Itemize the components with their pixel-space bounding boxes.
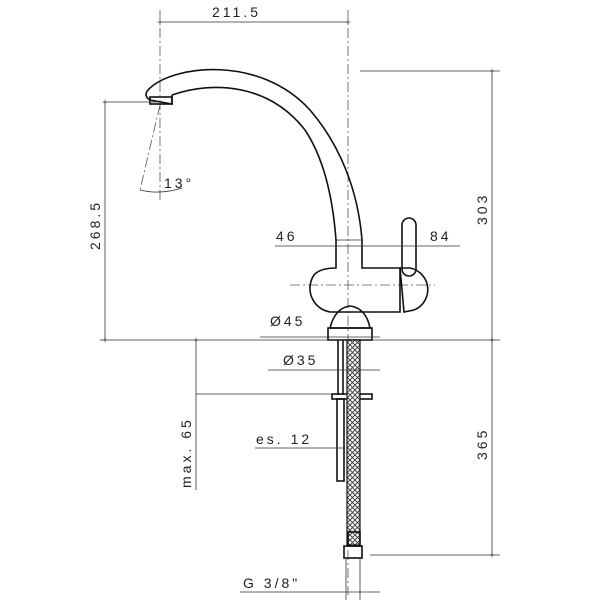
dim-spout-outlet-height: 268.5 (87, 200, 103, 250)
mixer-body (309, 217, 429, 341)
dim-max-deck: max. 65 (178, 417, 194, 488)
dim-lever-right: 84 (430, 228, 452, 244)
dim-body-left: 46 (276, 228, 298, 244)
dim-total-height: 303 (474, 193, 490, 225)
spout (145, 68, 363, 241)
dim-base-diameter: Ø45 (270, 313, 305, 329)
dim-hose-length: 365 (474, 428, 490, 460)
dim-spout-angle: 13° (164, 175, 194, 191)
dim-hose-connection: G 3/8" (243, 575, 300, 591)
dim-hose-spacing: es. 12 (256, 431, 312, 447)
dim-spout-reach: 211.5 (212, 4, 261, 20)
dim-shank-diameter: Ø35 (283, 352, 318, 368)
shank-and-hoses (331, 339, 373, 600)
dimension-lines (102, 19, 500, 593)
